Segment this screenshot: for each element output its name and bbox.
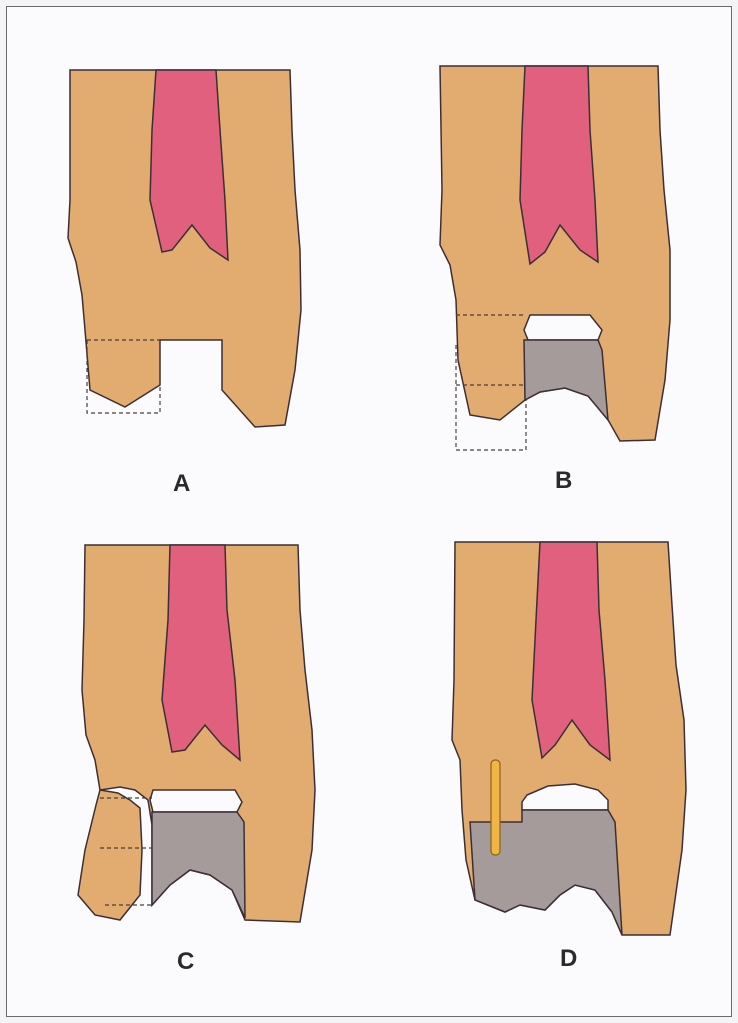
panel-label-d: D — [560, 945, 577, 973]
panel-a — [68, 70, 301, 427]
panel-b — [440, 66, 670, 450]
pulp-chamber-c — [150, 790, 242, 812]
panel-label-a: A — [173, 470, 190, 498]
retention-pin-d — [491, 760, 500, 855]
fractured-fragment-c — [78, 790, 142, 920]
panel-label-b: B — [555, 467, 572, 495]
panel-c — [78, 545, 315, 922]
pulp-chamber-b — [524, 315, 602, 340]
panel-label-c: C — [177, 948, 194, 976]
restoration-c — [152, 812, 245, 918]
restoration-b — [524, 340, 608, 420]
panel-d — [452, 542, 686, 935]
